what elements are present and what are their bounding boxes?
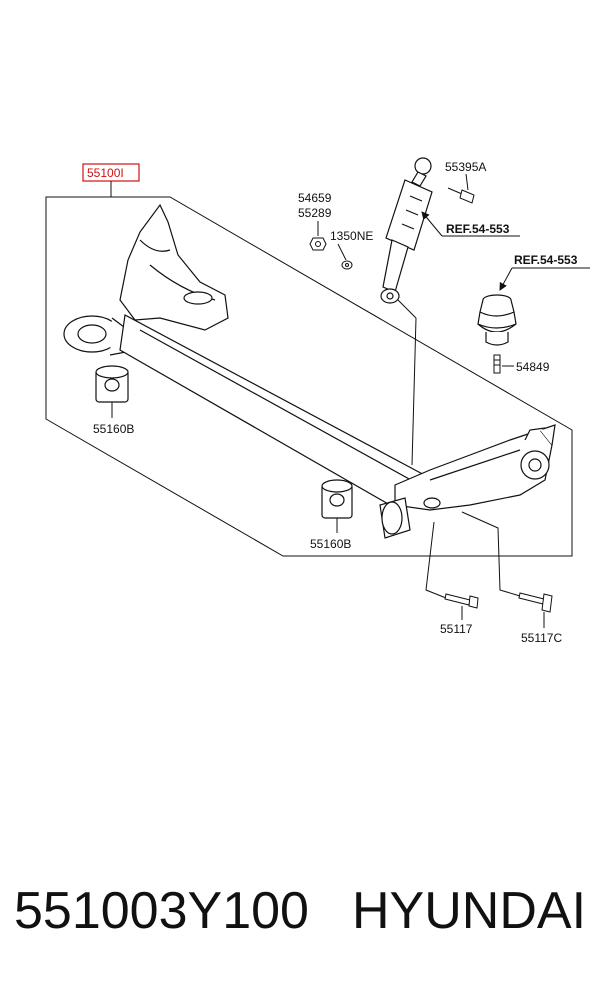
mounting-bolt-rear	[518, 592, 553, 613]
ref-label-bumper[interactable]: REF.54-553	[514, 253, 578, 267]
part-label-55100I[interactable]: 55100I	[87, 166, 124, 180]
hex-nut-icon	[309, 237, 327, 251]
part-label-55289[interactable]: 55289	[298, 206, 332, 220]
caption-bar: 551003Y100 HYUNDAI	[0, 876, 600, 946]
part-label-54849[interactable]: 54849	[516, 360, 550, 374]
caption-brand: HYUNDAI	[352, 882, 587, 940]
leader-shock-down	[397, 299, 417, 319]
part-label-bushing-left[interactable]: 55160B	[93, 422, 134, 436]
part-label-1350NE[interactable]: 1350NE	[330, 229, 373, 243]
shock-upper-nut	[447, 187, 475, 204]
part-label-54659[interactable]: 54659	[298, 191, 332, 205]
washer-icon	[341, 260, 353, 270]
leader-55117C	[461, 511, 521, 597]
ref-shock-arrow	[421, 211, 443, 237]
mounting-bolt-front	[444, 593, 479, 609]
leader-55117	[425, 521, 447, 599]
ref-bumper-arrow	[499, 267, 513, 291]
part-label-55117[interactable]: 55117	[440, 622, 473, 636]
shock-absorber	[380, 157, 433, 304]
bushing-left	[95, 365, 129, 403]
bump-stopper	[477, 294, 517, 346]
leader-1350NE	[337, 243, 347, 261]
part-label-bushing-right[interactable]: 55160B	[310, 537, 351, 551]
caption-part-number: 551003Y100	[14, 882, 309, 940]
leader-55395A	[465, 173, 469, 191]
bushing-right	[321, 479, 353, 519]
part-label-55395A[interactable]: 55395A	[445, 160, 486, 174]
part-label-55117C[interactable]: 55117C	[521, 631, 562, 645]
bumper-bolt	[493, 354, 501, 374]
ref-label-shock[interactable]: REF.54-553	[446, 222, 510, 236]
leader-shock-mount	[411, 317, 417, 466]
torsion-beam-axle	[63, 203, 556, 539]
assembly-outline	[45, 196, 573, 557]
